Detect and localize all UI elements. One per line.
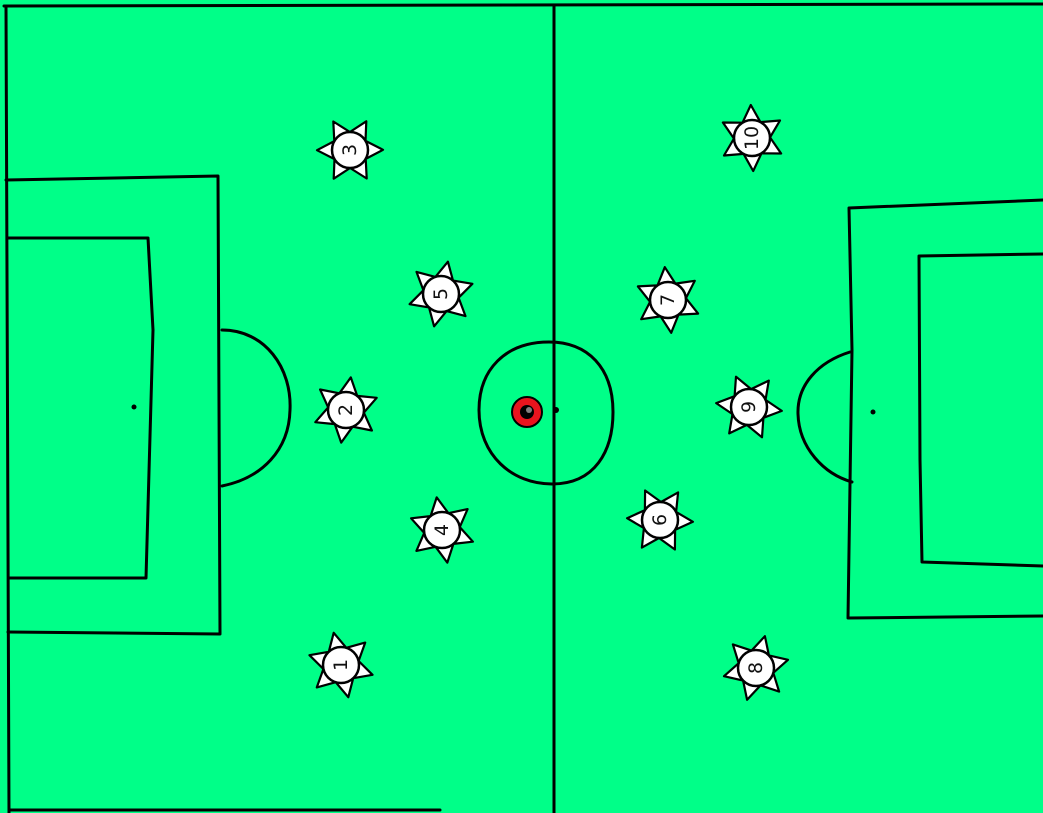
- right-penalty-spot: [871, 410, 876, 415]
- player-number: 7: [657, 294, 679, 306]
- center-spot: [553, 407, 559, 413]
- player-number: 4: [431, 524, 453, 536]
- player-number: 3: [339, 144, 361, 156]
- player-number: 5: [430, 288, 452, 300]
- soccer-ball-icon[interactable]: [512, 397, 542, 427]
- player-number: 6: [649, 514, 671, 526]
- player-number: 8: [745, 662, 767, 674]
- left-penalty-spot: [132, 405, 137, 410]
- player-number: 9: [738, 401, 760, 413]
- player-number: 10: [741, 126, 763, 150]
- top-touchline: [4, 4, 1043, 6]
- player-number: 2: [335, 404, 357, 416]
- player-number: 1: [330, 659, 352, 671]
